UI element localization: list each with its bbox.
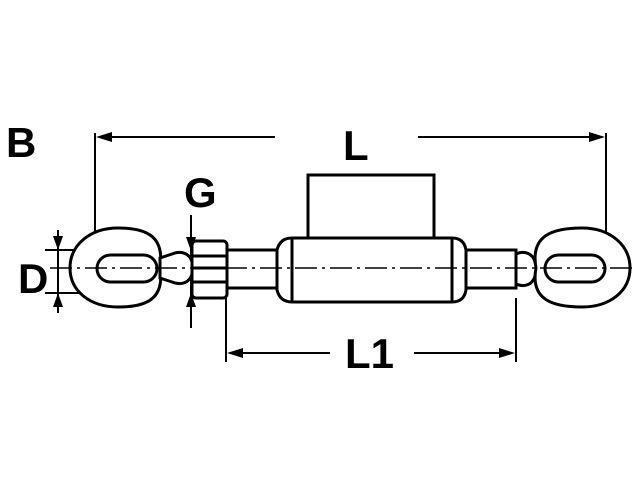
right-threaded-rod [464,248,518,290]
left-threaded-rod [225,248,279,290]
label-l: L [343,122,369,169]
label-d: D [18,255,48,302]
turnbuckle-body [275,236,468,304]
label-g: G [184,169,217,216]
label-b: B [6,119,36,166]
dimension-l-arrows [96,132,605,142]
wrench-flat-block [306,173,436,240]
label-l1: L1 [345,330,394,377]
dimension-d-arrows [53,236,63,307]
hex-nut [190,239,229,300]
dimension-l1 [225,298,517,362]
dimension-l1-arrows [227,348,515,358]
